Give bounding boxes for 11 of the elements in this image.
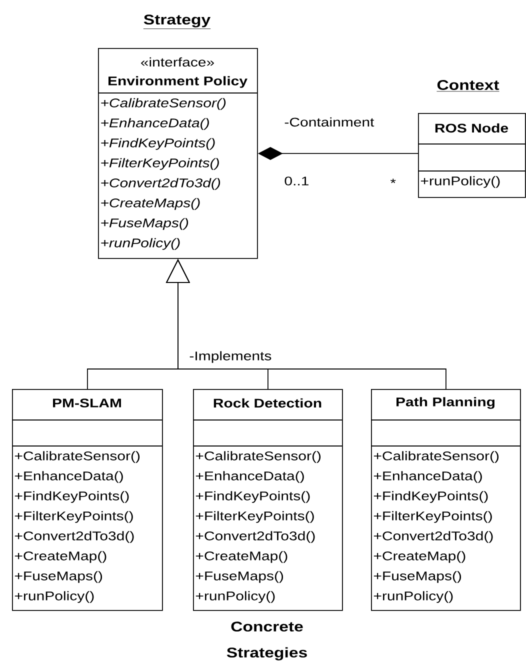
class-box: Rock Detection +CalibrateSensor() +EnhanceData() +FindKeyPoints() +FilterKeyPoints() +Convert2dTo3d() +CreateMap() +FuseMaps() +runPolicy() <box>192 389 343 611</box>
group-heading: Strategy <box>143 14 211 29</box>
multiplicity-label: * <box>389 178 398 188</box>
edge-label: -Containment <box>283 116 376 128</box>
class-box: ROS Node +runPolicy() <box>418 113 526 198</box>
class-box: Path Planning +CalibrateSensor() +EnhanceData() +FindKeyPoints() +FilterKeyPoints() +Convert2dTo3d() +CreateMap() +FuseMaps() +runPolicy() <box>370 389 521 611</box>
connector-label: -Implements <box>188 350 273 364</box>
class-box: «interface» Environment Policy +CalibrateSensor() +EnhanceData() +FindKeyPoints() +FilterKeyPoints() +Convert2dTo3d() +CreateMaps() +FuseMaps() +runPolicy() <box>98 48 258 259</box>
group-heading: Context <box>436 80 500 92</box>
multiplicity-label: 0..1 <box>283 176 310 186</box>
class-box: PM-SLAM +CalibrateSensor() +EnhanceData() +FindKeyPoints() +FilterKeyPoints() +Convert2dTo3d() +CreateMap() +FuseMaps() +runPolicy() <box>12 389 163 611</box>
